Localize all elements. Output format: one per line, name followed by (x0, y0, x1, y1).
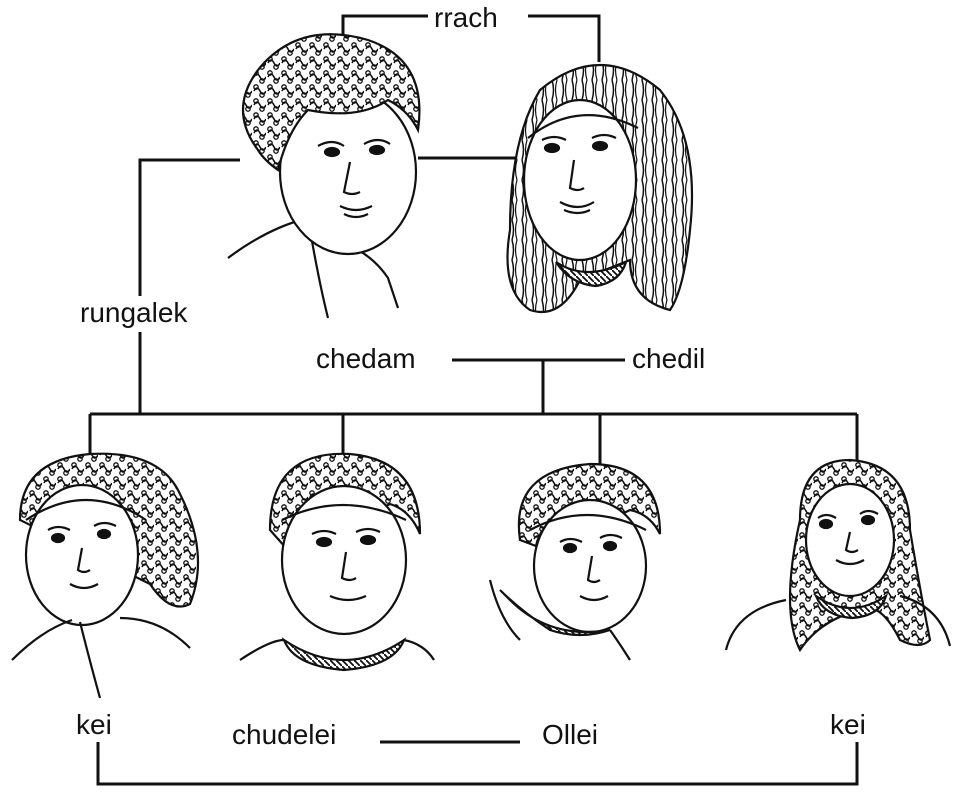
kei-left-portrait (11, 452, 200, 699)
label-kei-left: kei (72, 708, 116, 742)
rungalek-line-parent (138, 158, 240, 296)
chedam-chedil-line (452, 358, 625, 414)
label-rungalek: rungalek (76, 296, 192, 330)
label-chedam: chedam (312, 342, 420, 376)
kei-right-portrait (724, 458, 952, 653)
connector-lines (88, 14, 859, 786)
label-kei-right: kei (826, 708, 870, 742)
woman-portrait (506, 64, 694, 314)
label-chudelei: chudelei (228, 718, 341, 752)
children-line (88, 412, 859, 468)
label-rrach: rrach (430, 1, 502, 35)
label-ollei: Ollei (538, 718, 603, 752)
chudelei-portrait (239, 452, 435, 672)
marriage-line-rrach (341, 14, 601, 62)
ollei-portrait (488, 462, 662, 661)
label-chedil: chedil (628, 342, 710, 376)
kei-line (96, 742, 859, 786)
man-portrait (227, 33, 421, 319)
